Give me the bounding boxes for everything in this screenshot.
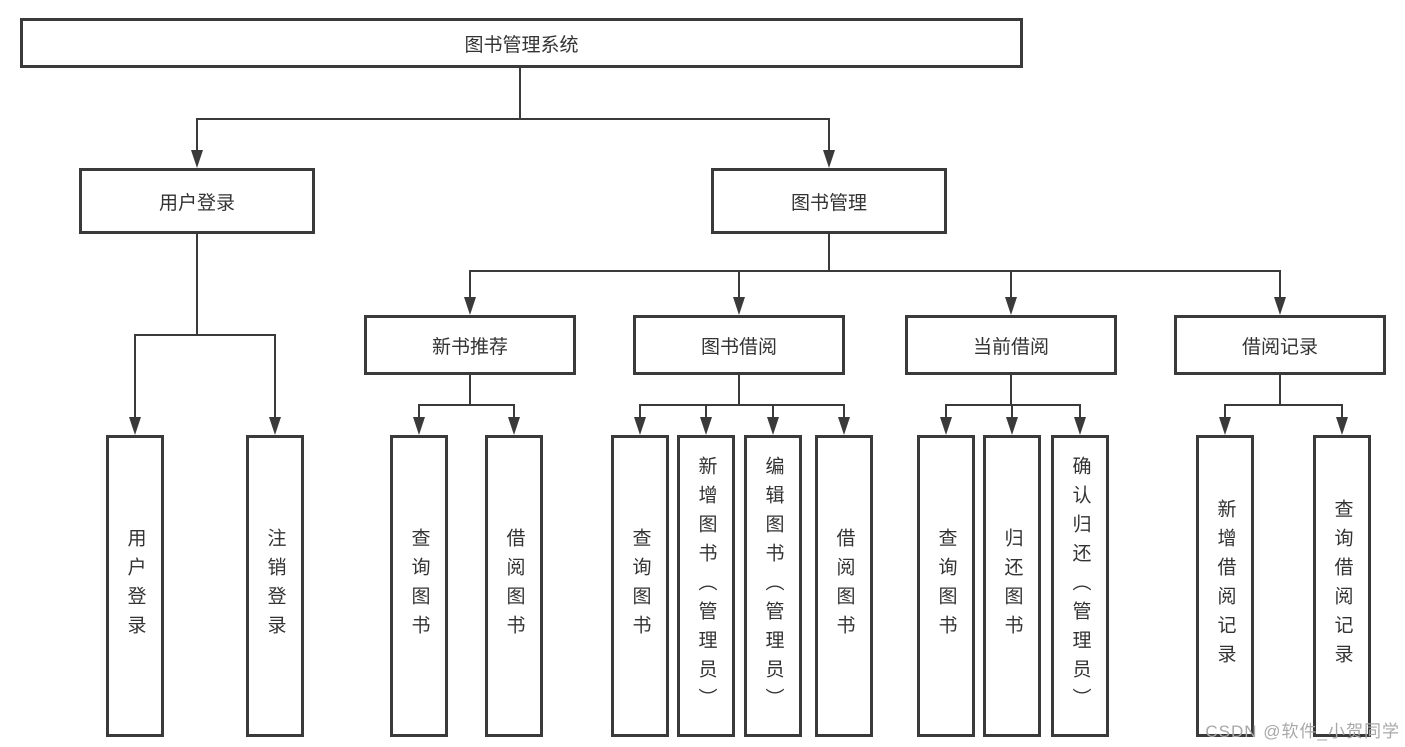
connector-arrow — [1006, 417, 1018, 435]
node-label: 查询图书 — [408, 528, 430, 644]
connector-arrow — [634, 417, 646, 435]
connector-book-management-stub — [828, 234, 830, 272]
connector-arrow — [1274, 297, 1286, 315]
connector-drop — [1011, 404, 1013, 419]
connector-drop — [469, 270, 471, 299]
connector-drop — [1010, 270, 1012, 299]
connector-drop — [134, 334, 136, 419]
connector-drop — [274, 334, 276, 419]
node-confirm-return-admin: 确认归还（管理员） — [1051, 435, 1109, 737]
connector-drop — [1279, 270, 1281, 299]
connector-drop — [945, 404, 947, 419]
node-user-login: 用户登录 — [79, 168, 315, 234]
connector-drop — [705, 404, 707, 419]
connector-drop — [828, 118, 830, 152]
node-borrowing-records: 借阅记录 — [1174, 315, 1386, 375]
connector-arrow — [1219, 417, 1231, 435]
node-label: 新增借阅记录 — [1214, 499, 1236, 673]
connector-drop — [1224, 404, 1226, 419]
connector-drop — [418, 404, 420, 419]
connector-drop — [843, 404, 845, 419]
connector-drop — [513, 404, 515, 419]
node-user-login-action: 用户登录 — [106, 435, 164, 737]
node-query-borrow-record: 查询借阅记录 — [1313, 435, 1371, 737]
connector-arrow — [413, 417, 425, 435]
node-edit-book-admin: 编辑图书（管理员） — [744, 435, 802, 737]
node-return-books: 归还图书 — [983, 435, 1041, 737]
connector-arrow — [191, 150, 203, 168]
node-label: 注销登录 — [264, 528, 286, 644]
node-add-borrow-record: 新增借阅记录 — [1196, 435, 1254, 737]
connector-bus — [945, 404, 1081, 406]
node-borrow-books-borrowing: 借阅图书 — [815, 435, 873, 737]
connector-arrow — [129, 417, 141, 435]
connector-stub — [1279, 375, 1281, 406]
node-label: 查询借阅记录 — [1331, 499, 1353, 673]
connector-bus — [418, 404, 515, 406]
node-label: 用户登录 — [124, 528, 146, 644]
connector-book-management-bus — [469, 270, 1281, 272]
connector-stub — [738, 375, 740, 406]
connector-arrow — [269, 417, 281, 435]
node-query-books-current: 查询图书 — [917, 435, 975, 737]
node-label: 借阅图书 — [503, 528, 525, 644]
node-current-borrowing: 当前借阅 — [905, 315, 1117, 375]
connector-arrow — [940, 417, 952, 435]
node-label: 归还图书 — [1001, 528, 1023, 644]
node-query-books-recommend: 查询图书 — [390, 435, 448, 737]
node-add-book-admin: 新增图书（管理员） — [677, 435, 735, 737]
connector-stub — [469, 375, 471, 406]
connector-drop — [639, 404, 641, 419]
connector-stub — [1010, 375, 1012, 406]
connector-user-login-stub — [196, 234, 198, 336]
node-book-management: 图书管理 — [711, 168, 947, 234]
connector-arrow — [508, 417, 520, 435]
connector-arrow — [1336, 417, 1348, 435]
connector-arrow — [1005, 297, 1017, 315]
node-query-books-borrowing: 查询图书 — [611, 435, 669, 737]
connector-bus — [639, 404, 845, 406]
node-book-borrowing: 图书借阅 — [633, 315, 845, 375]
connector-arrow — [767, 417, 779, 435]
connector-root-bus — [196, 118, 830, 120]
connector-drop — [1341, 404, 1343, 419]
node-label: 编辑图书（管理员） — [762, 455, 784, 717]
connector-bus — [1224, 404, 1343, 406]
node-label: 查询图书 — [935, 528, 957, 644]
connector-arrow — [838, 417, 850, 435]
node-label: 借阅图书 — [833, 528, 855, 644]
connector-arrow — [823, 150, 835, 168]
connector-user-login-bus — [134, 334, 276, 336]
node-library-management-system: 图书管理系统 — [20, 18, 1023, 68]
connector-drop — [196, 118, 198, 152]
connector-drop — [772, 404, 774, 419]
connector-arrow — [464, 297, 476, 315]
connector-drop — [738, 270, 740, 299]
node-borrow-books-recommend: 借阅图书 — [485, 435, 543, 737]
connector-arrow — [733, 297, 745, 315]
connector-arrow — [1074, 417, 1086, 435]
connector-arrow — [700, 417, 712, 435]
node-label: 确认归还（管理员） — [1069, 455, 1091, 717]
watermark-text: CSDN @软件_小贺同学 — [1205, 722, 1400, 741]
node-new-book-recommendation: 新书推荐 — [364, 315, 576, 375]
node-label: 新增图书（管理员） — [695, 455, 717, 717]
node-logout: 注销登录 — [246, 435, 304, 737]
connector-drop — [1079, 404, 1081, 419]
connector-root-stub — [519, 68, 521, 120]
node-label: 查询图书 — [629, 528, 651, 644]
